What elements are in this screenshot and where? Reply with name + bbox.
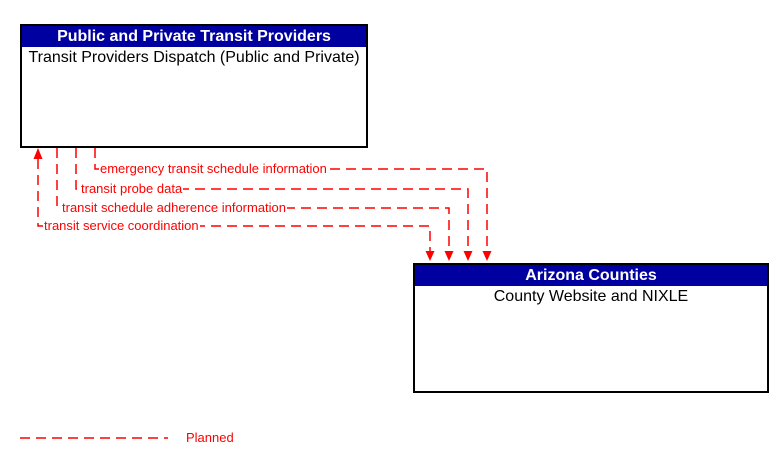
flow-label-emergency-transit-schedule-information: emergency transit schedule information [99,161,328,177]
entity-box-public-private-transit-providers[interactable]: Public and Private Transit Providers Tra… [20,24,368,148]
entity-box-arizona-counties[interactable]: Arizona Counties County Website and NIXL… [413,263,769,393]
arrow-down-icon [463,251,473,261]
arrow-down-icon [425,251,435,261]
flow-label-transit-probe-data: transit probe data [80,181,184,197]
arrow-down-icon [444,251,454,261]
entity-body: County Website and NIXLE [493,288,689,305]
entity-body: Transit Providers Dispatch (Public and P… [28,49,360,66]
entity-header: Public and Private Transit Providers [22,26,366,47]
arrow-up-icon [33,148,43,159]
arrow-down-icon [482,251,492,261]
flow-line-transit-service-coordination [33,148,435,261]
entity-header: Arizona Counties [415,265,767,286]
flow-label-transit-schedule-adherence-information: transit schedule adherence information [61,200,288,216]
flow-line-transit-probe-data [75,148,473,261]
flow-label-transit-service-coordination: transit service coordination [43,218,200,234]
legend-label: Planned [186,430,234,445]
